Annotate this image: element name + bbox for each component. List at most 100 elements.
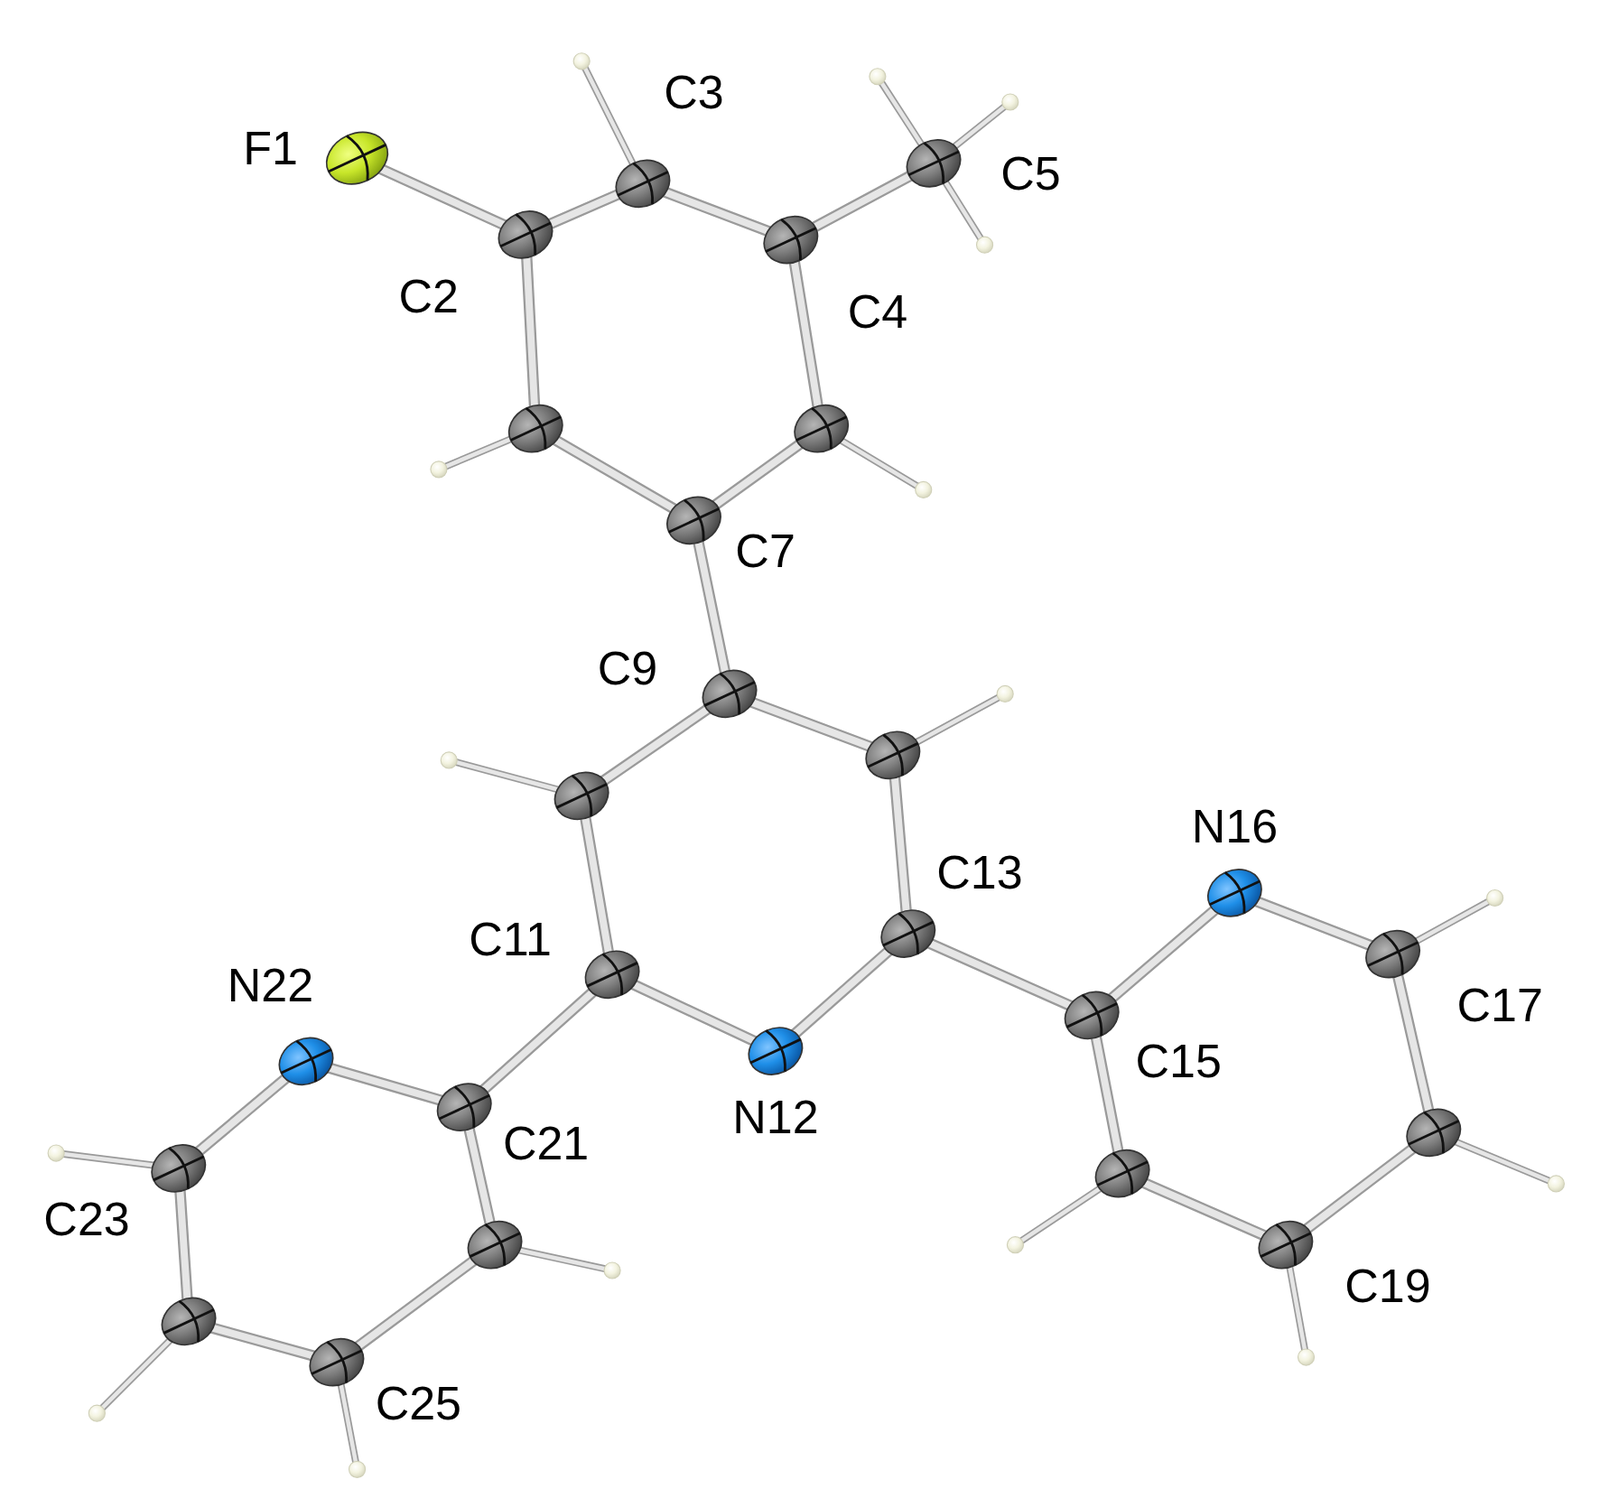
principal-axis [603, 951, 628, 996]
principal-axis [898, 911, 923, 955]
atom-ellipsoid [271, 1029, 341, 1094]
atom-ellipsoid [460, 1212, 530, 1277]
atom-ellipsoid [608, 151, 678, 216]
hydrogen-atom [915, 481, 932, 498]
atom-ellipsoid [695, 661, 764, 726]
atom-ellipsoid [317, 122, 396, 195]
principal-axis [1260, 1233, 1311, 1257]
atom-ellipsoid [577, 942, 647, 1007]
principal-axis [439, 1095, 490, 1119]
atom-label: C25 [375, 1379, 462, 1427]
atom-ellipsoid [1088, 1141, 1157, 1206]
atom-label: C9 [597, 644, 658, 692]
atom-ellipsoid [547, 763, 616, 828]
bond-line [525, 234, 536, 429]
atom-ellipsoid [1200, 860, 1269, 925]
atom-ellipsoid [874, 902, 943, 967]
atom-ellipsoid [659, 488, 728, 553]
principal-axis [1067, 1004, 1117, 1028]
atom-ellipsoid [899, 130, 968, 196]
bond-line [908, 933, 1092, 1015]
principal-axis [924, 139, 949, 184]
principal-axis [297, 1038, 322, 1082]
bond-line [790, 240, 822, 429]
atom-label: C13 [936, 848, 1023, 896]
hydrogen-atom [88, 1404, 105, 1422]
atom-ellipsoid [577, 942, 647, 1007]
atom-label: C2 [398, 272, 458, 320]
principal-axis [557, 784, 607, 809]
principal-axis [883, 921, 933, 946]
bond-line [729, 693, 894, 755]
principal-axis [1097, 1162, 1147, 1186]
bond-line [612, 974, 776, 1052]
bond-line [693, 520, 730, 694]
bond-line [535, 428, 694, 521]
bonds [55, 61, 1556, 1470]
principal-axis [1275, 1221, 1301, 1266]
atom-ellipsoid [302, 1330, 372, 1395]
principal-axis [811, 405, 837, 449]
principal-axis [469, 1233, 520, 1257]
principal-axis [572, 772, 597, 817]
bond-line [464, 974, 613, 1107]
hydrogen-atom [1002, 93, 1019, 111]
principal-axis [515, 211, 540, 255]
principal-axis [485, 1221, 511, 1266]
atom-ellipsoid [271, 1029, 341, 1094]
bond-line [357, 158, 526, 235]
atom-label: C23 [43, 1195, 130, 1243]
atom-ellipsoid [317, 122, 396, 195]
principal-axis [500, 223, 550, 247]
hydrogen-atom [604, 1262, 621, 1279]
principal-axis [179, 1298, 205, 1342]
bond-line [1091, 893, 1235, 1016]
atom-label: C5 [1000, 149, 1061, 197]
bond-line [612, 974, 776, 1052]
atom-ellipsoid [1057, 983, 1126, 1048]
principal-axis [1209, 881, 1260, 905]
principal-axis [796, 417, 847, 441]
principal-axis [750, 1039, 800, 1063]
bond-line [336, 1245, 495, 1363]
hydrogen-atom [440, 752, 457, 769]
atom-ellipsoid [302, 1330, 372, 1395]
atom-ellipsoid [501, 396, 570, 461]
atom-ellipsoid [144, 1136, 214, 1201]
atom-ellipsoid [1088, 1141, 1157, 1206]
bond-line [1234, 893, 1393, 955]
atom-ellipsoid [144, 1136, 214, 1201]
atom-ellipsoid [787, 396, 856, 461]
principal-axis [632, 160, 658, 205]
principal-axis [326, 1339, 352, 1383]
principal-axis [908, 151, 959, 176]
bond-line [729, 693, 894, 755]
atom-ellipsoid [608, 151, 678, 216]
bond-line [908, 933, 1092, 1015]
atom-ellipsoid [1358, 921, 1427, 987]
atom-label: C7 [734, 527, 795, 575]
atom-ellipsoid [1251, 1212, 1321, 1277]
atom-ellipsoid [756, 207, 826, 272]
hydrogen-atom [348, 1460, 365, 1478]
bond-line [1234, 893, 1393, 955]
hydrogen-atom [573, 53, 590, 70]
hydrogen-atom [1006, 1237, 1024, 1254]
atom-ellipsoid [756, 207, 826, 272]
atom-label: C15 [1135, 1037, 1222, 1085]
principal-axis [1408, 1121, 1459, 1145]
atom-ellipsoid [695, 661, 764, 726]
atom-ellipsoid [154, 1289, 224, 1354]
principal-axis [455, 1084, 480, 1128]
principal-axis [1367, 942, 1418, 967]
atom-ellipsoid [154, 1289, 224, 1354]
atom-ellipsoid [501, 396, 570, 461]
bond-line [1122, 1173, 1286, 1246]
atom-ellipsoid [1251, 1212, 1321, 1277]
hydrogen-atom [976, 236, 994, 253]
atom-ellipsoid [1358, 921, 1427, 987]
principal-axis [720, 670, 745, 715]
principal-axis [883, 732, 908, 776]
bond-line [1091, 1014, 1123, 1173]
atom-label: C3 [663, 68, 724, 116]
